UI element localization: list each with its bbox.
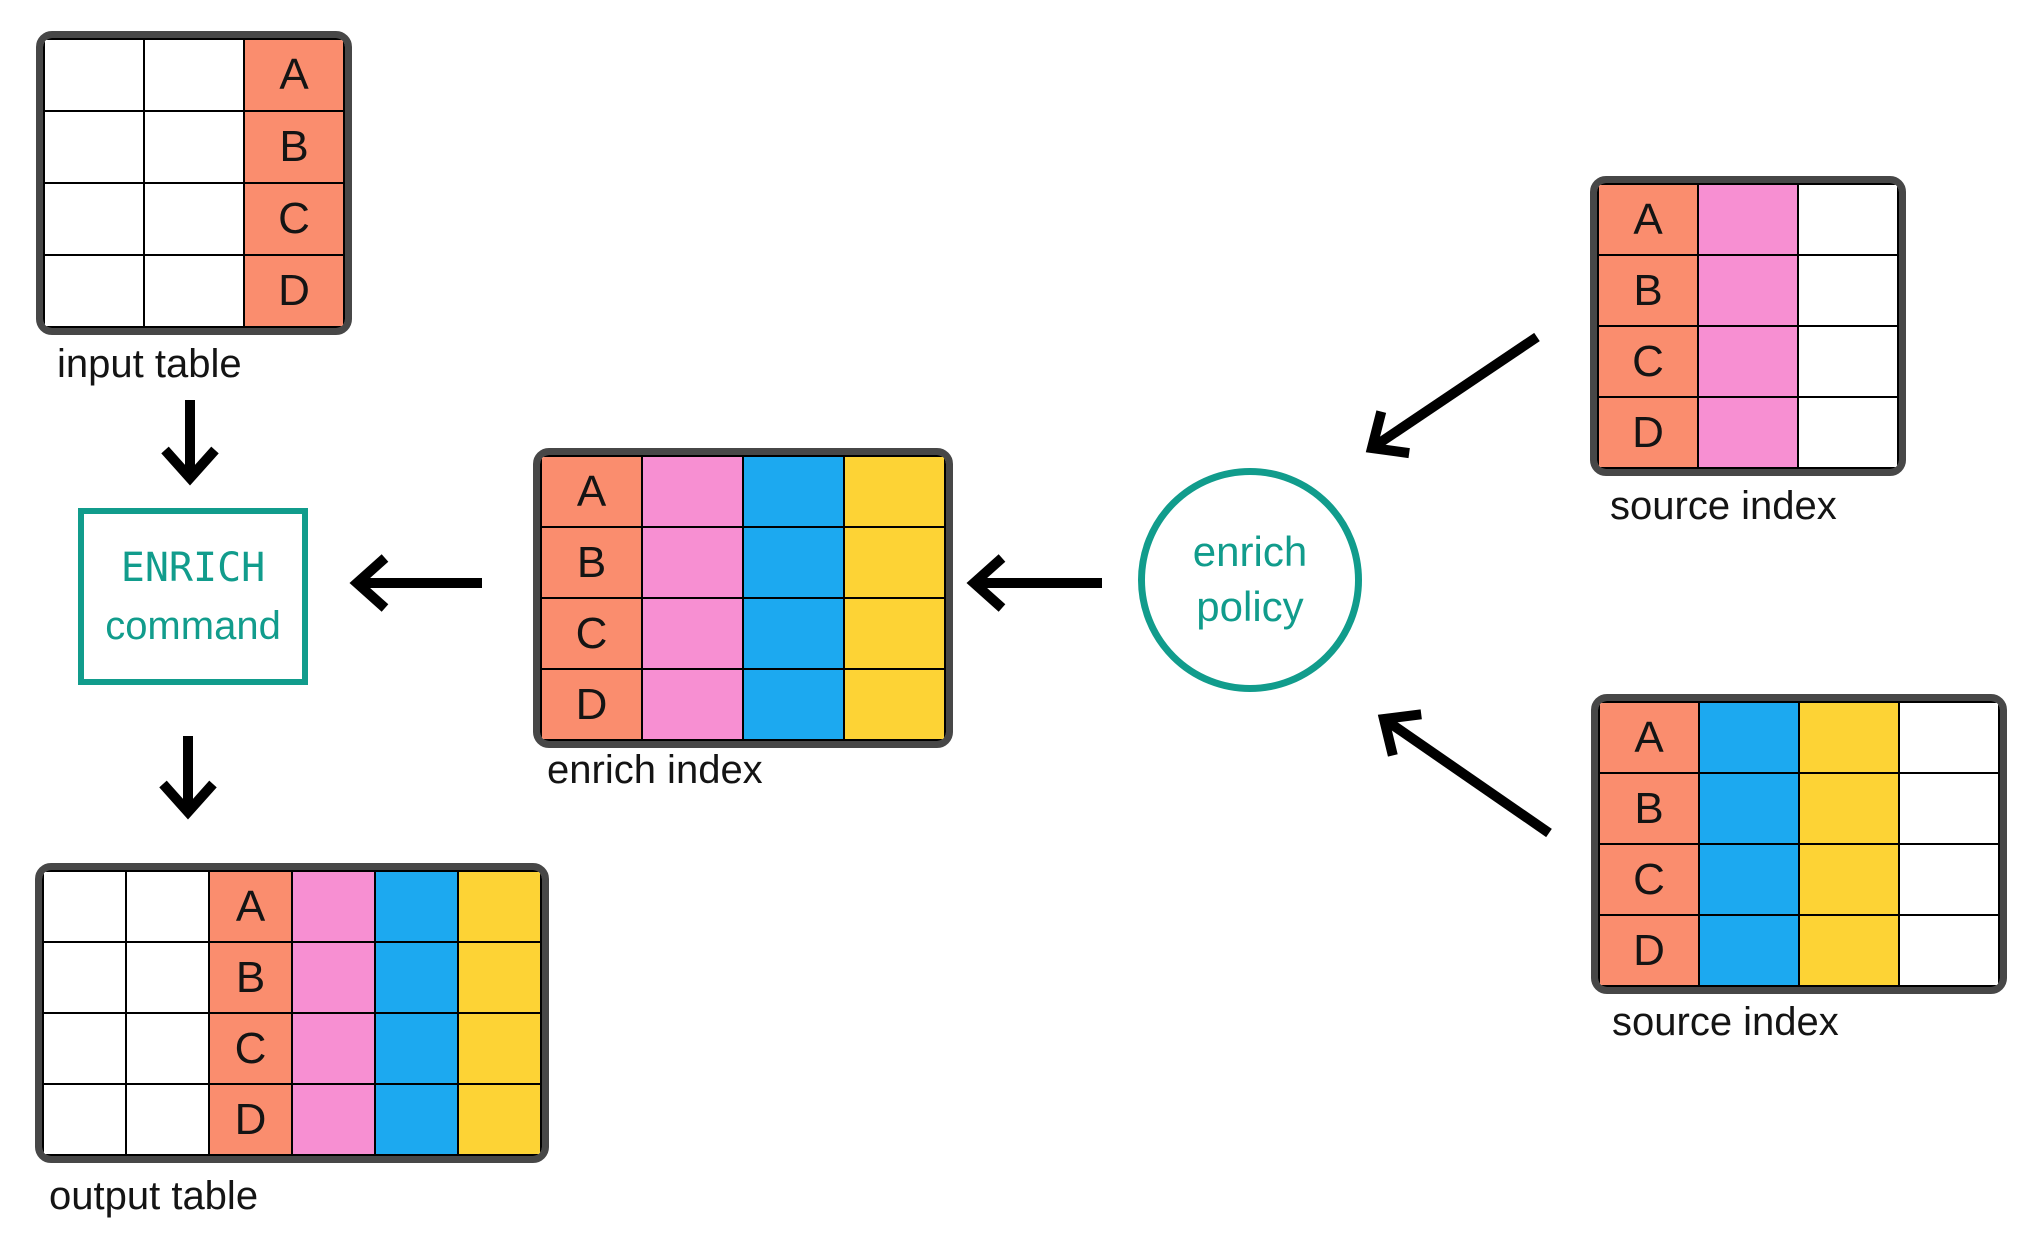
cell — [143, 110, 245, 184]
cell-key: C — [540, 597, 643, 670]
cell-key: A — [208, 870, 293, 943]
cell — [1698, 772, 1800, 845]
arrow-source-index-bottom-to-enrich-policy — [1377, 709, 1552, 838]
cell — [374, 870, 459, 943]
arrow-source-index-top-to-enrich-policy — [1365, 332, 1540, 459]
cell — [291, 870, 376, 943]
cell — [143, 182, 245, 256]
cell — [291, 1083, 376, 1156]
cell — [1697, 254, 1799, 327]
input-table-label: input table — [57, 342, 242, 386]
cell — [843, 597, 946, 670]
cell — [125, 870, 210, 943]
cell — [641, 597, 744, 670]
cell — [1797, 183, 1899, 256]
cell — [1798, 772, 1900, 845]
cell — [1797, 325, 1899, 398]
cell-key: B — [208, 941, 293, 1014]
cell-key: D — [1597, 396, 1699, 469]
cell-key: B — [243, 110, 345, 184]
source-index-bottom-label: source index — [1612, 1000, 1839, 1044]
cell — [1698, 701, 1800, 774]
cell — [291, 1012, 376, 1085]
cell — [374, 941, 459, 1014]
cell — [1798, 701, 1900, 774]
cell — [125, 1083, 210, 1156]
output-table: A B C — [35, 863, 549, 1163]
cell-key: B — [1597, 254, 1699, 327]
cell — [1697, 183, 1799, 256]
cell-key: D — [208, 1083, 293, 1156]
cell — [843, 526, 946, 599]
cell-key: A — [1597, 183, 1699, 256]
enrich-command-box: ENRICH command — [78, 508, 308, 685]
enrich-index-label: enrich index — [547, 748, 763, 792]
enrich-index-table: A B C D — [533, 448, 953, 748]
cell — [1798, 843, 1900, 916]
cell — [843, 455, 946, 528]
cell — [457, 870, 542, 943]
cell — [742, 526, 845, 599]
enrich-policy-label-line2: policy — [1196, 583, 1304, 630]
cell-key: B — [1598, 772, 1700, 845]
cell — [43, 182, 145, 256]
enrich-policy-label-line1: enrich — [1192, 528, 1308, 576]
cell — [641, 455, 744, 528]
cell-key: D — [1598, 914, 1700, 987]
cell — [43, 38, 145, 112]
source-index-top-label: source index — [1610, 484, 1837, 528]
cell-key: A — [540, 455, 643, 528]
source-index-bottom-table: A B C D — [1591, 694, 2007, 994]
enrich-policy-circle: enrich policy — [1138, 468, 1362, 692]
enrich-command-label-line2: command — [105, 603, 281, 648]
cell-key: B — [540, 526, 643, 599]
cell — [1797, 396, 1899, 469]
cell — [1698, 914, 1800, 987]
cell — [1698, 843, 1800, 916]
cell-key: C — [1598, 843, 1700, 916]
enrich-command-label-line1: ENRICH — [120, 544, 266, 591]
cell — [843, 668, 946, 741]
cell — [125, 1012, 210, 1085]
cell — [457, 941, 542, 1014]
cell — [1898, 843, 2000, 916]
cell — [43, 254, 145, 328]
cell — [641, 668, 744, 741]
cell — [457, 1012, 542, 1085]
cell — [742, 455, 845, 528]
cell — [42, 941, 127, 1014]
cell-key: D — [243, 254, 345, 328]
cell — [1898, 914, 2000, 987]
cell — [291, 941, 376, 1014]
cell — [742, 597, 845, 670]
cell — [1798, 914, 1900, 987]
cell — [1697, 325, 1799, 398]
cell — [1697, 396, 1799, 469]
cell — [374, 1012, 459, 1085]
cell — [43, 110, 145, 184]
cell — [143, 254, 245, 328]
cell — [1898, 772, 2000, 845]
cell — [641, 526, 744, 599]
cell-key: A — [243, 38, 345, 112]
input-table: A B C D — [36, 31, 352, 335]
cell — [742, 668, 845, 741]
cell-key: D — [540, 668, 643, 741]
output-table-label: output table — [49, 1174, 259, 1218]
cell-key: A — [1598, 701, 1700, 774]
cell-key: C — [1597, 325, 1699, 398]
source-index-top-table: A B C D — [1590, 176, 1906, 476]
cell — [42, 870, 127, 943]
cell-key: C — [208, 1012, 293, 1085]
cell — [1898, 701, 2000, 774]
cell — [42, 1012, 127, 1085]
cell — [374, 1083, 459, 1156]
cell — [143, 38, 245, 112]
cell — [1797, 254, 1899, 327]
cell-key: C — [243, 182, 345, 256]
cell — [457, 1083, 542, 1156]
cell — [125, 941, 210, 1014]
cell — [42, 1083, 127, 1156]
